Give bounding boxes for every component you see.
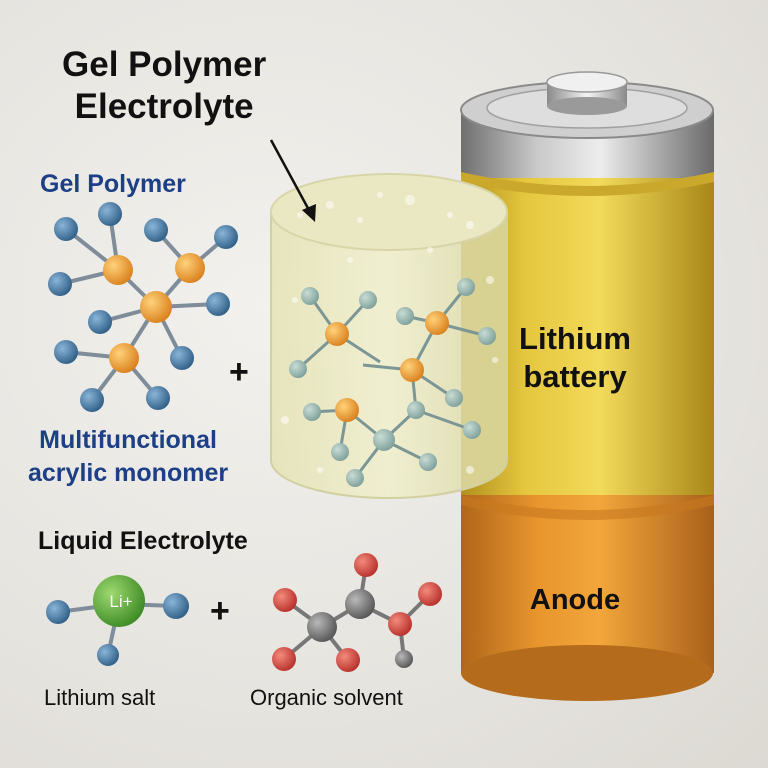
main-title-line-1: Gel Polymer [62,45,267,84]
battery-cap-rim [461,172,714,196]
title-arrow [269,139,316,222]
battery-band [461,495,714,520]
monomer-label-line-2: acrylic monomer [28,459,229,487]
monomer-label-line-1: Multifunctional [39,426,217,454]
lithium-battery-label: Lithium battery [492,320,658,396]
gel-bubbles [281,192,498,474]
gel-polymer-label: Gel Polymer [40,170,186,198]
battery-terminal-base [547,97,627,115]
plus-sign-gel: + [229,353,249,391]
battery-label-line-2: battery [523,359,627,394]
plus-sign-liquid: + [210,592,230,630]
lithium-salt-molecule [46,575,189,666]
organic-solvent-label: Organic solvent [250,685,403,710]
lithium-ion-label: Li+ [109,592,133,611]
lithium-salt-label: Lithium salt [44,685,156,710]
battery-terminal-top [546,71,628,93]
lithium-battery [460,71,714,701]
lithium-ion-node [93,575,145,627]
gel-network-nodes [289,278,496,487]
battery-orange-body [461,495,714,673]
gel-cylinder-top [270,173,508,251]
main-title: Gel Polymer Electrolyte [62,44,266,128]
liquid-electrolyte-label: Liquid Electrolyte [38,527,248,555]
monomer-label: Multifunctional acrylic monomer [28,424,228,490]
anode-label: Anode [529,584,621,616]
battery-label-line-1: Lithium [519,321,631,356]
battery-bottom [461,645,713,701]
gel-cylinder-body [270,211,508,499]
gel-cylinder [270,173,508,499]
main-title-line-2: Electrolyte [74,87,254,126]
gel-polymer-molecule [48,202,238,412]
organic-solvent-molecule [272,553,442,672]
